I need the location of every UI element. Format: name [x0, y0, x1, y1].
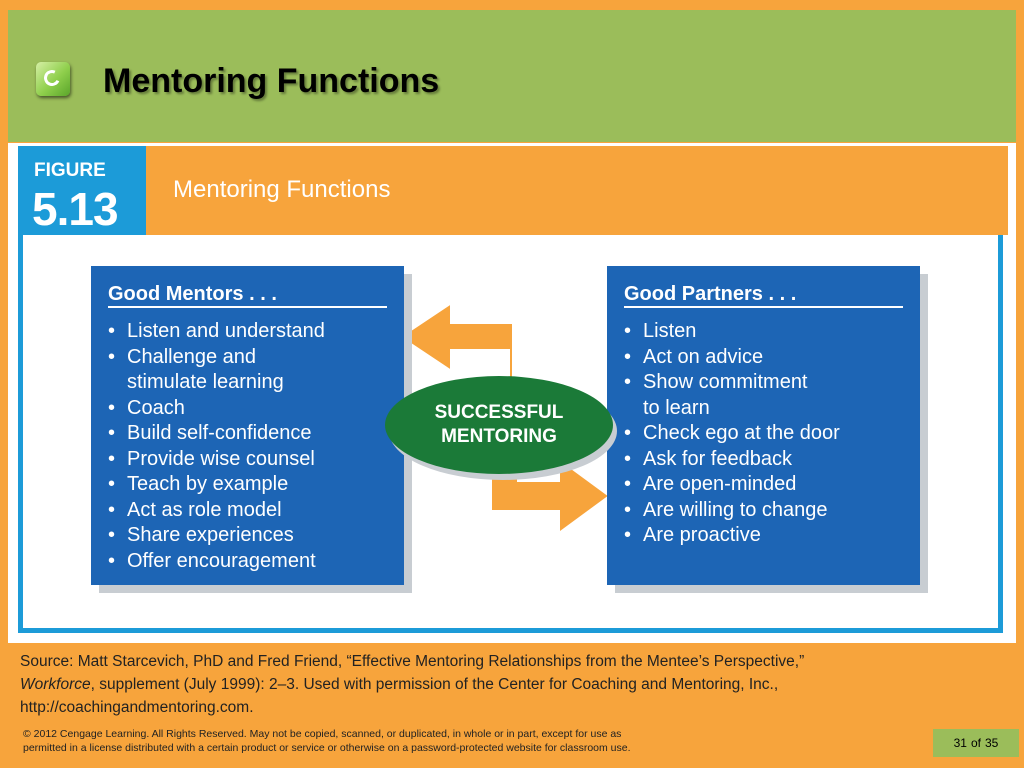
- copyright-notice: © 2012 Cengage Learning. All Rights Rese…: [23, 727, 823, 755]
- heading-underline: [108, 306, 387, 308]
- list-item: •Share experiences: [108, 524, 294, 546]
- figure-header-band: Mentoring Functions: [18, 146, 1008, 235]
- source-citation: Source: Matt Starcevich, PhD and Fred Fr…: [20, 650, 1010, 719]
- source-prefix: Source: Matt Starcevich, PhD and Fred Fr…: [20, 653, 805, 670]
- heading-underline: [624, 306, 903, 308]
- figure-number-badge: FIGURE 5.13: [18, 146, 146, 235]
- page-of: of: [970, 736, 981, 750]
- slide-bullet-icon: [36, 62, 70, 96]
- list-item: •Ask for feedback: [624, 447, 792, 470]
- copyright-line-1: © 2012 Cengage Learning. All Rights Rese…: [23, 728, 622, 740]
- list-item: •Coach: [108, 396, 185, 419]
- list-item: •Show commitment to learn: [624, 371, 808, 419]
- figure-caption: Mentoring Functions: [173, 176, 391, 203]
- figure-label: FIGURE: [34, 160, 106, 181]
- arrow-to-partners: [492, 461, 608, 531]
- copyright-line-2: permitted in a license distributed with …: [23, 742, 631, 754]
- list-item: •Build self-confidence: [108, 422, 312, 444]
- list-item: •Teach by example: [108, 473, 289, 495]
- flow-arrows: [402, 305, 608, 531]
- source-url: http://coachingandmentoring.com.: [20, 699, 254, 716]
- source-publication: Workforce: [20, 676, 91, 693]
- list-item: •Listen and understand: [108, 320, 325, 342]
- page-indicator: 31 of 35: [933, 729, 1019, 757]
- arrow-to-mentors: [402, 305, 512, 379]
- list-item: •Challenge and stimulate learning: [108, 345, 284, 394]
- center-label: SUCCESSFUL MENTORING: [434, 402, 564, 447]
- list-item: •Are proactive: [624, 524, 761, 546]
- good-partners-list: •Listen •Act on advice •Show commitment …: [624, 319, 914, 549]
- good-partners-heading: Good Partners . . .: [624, 283, 797, 305]
- good-mentors-list: •Listen and understand •Challenge and st…: [108, 319, 398, 574]
- figure-number: 5.13: [32, 183, 119, 235]
- slide-title: Mentoring Functions: [103, 62, 440, 100]
- list-item: •Are open-minded: [624, 473, 797, 495]
- list-item: •Act on advice: [624, 345, 764, 368]
- figure-panel: Mentoring Functions FIGURE 5.13 Good Men…: [8, 143, 1016, 643]
- source-details: , supplement (July 1999): 2–3. Used with…: [90, 676, 779, 693]
- list-item: •Are willing to change: [624, 498, 828, 521]
- list-item: •Provide wise counsel: [108, 447, 315, 470]
- good-mentors-heading: Good Mentors . . .: [108, 283, 277, 305]
- page-current: 31: [953, 736, 967, 750]
- page-total: 35: [985, 736, 999, 750]
- list-item: •Act as role model: [108, 498, 282, 521]
- list-item: •Offer encouragement: [108, 549, 316, 572]
- good-mentors-box: Good Mentors . . . •Listen and understan…: [91, 266, 404, 585]
- title-band: [8, 10, 1016, 142]
- list-item: •Check ego at the door: [624, 422, 840, 444]
- list-item: •Listen: [624, 320, 697, 342]
- good-partners-box: Good Partners . . . •Listen •Act on advi…: [607, 266, 920, 585]
- successful-mentoring-ellipse: SUCCESSFUL MENTORING: [385, 376, 613, 474]
